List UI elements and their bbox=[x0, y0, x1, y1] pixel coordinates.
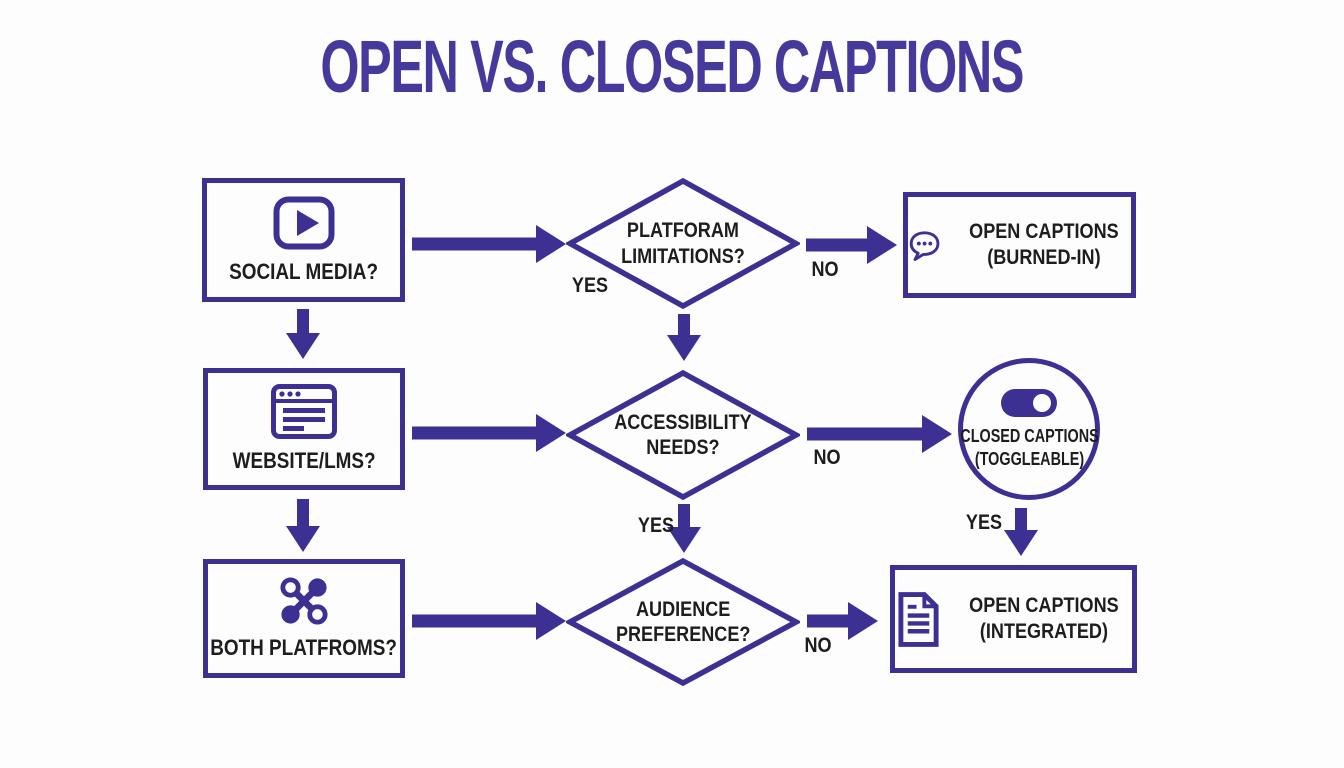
outcome-open-captions-burned-in: OPEN CAPTIONS (BURNED-IN) bbox=[903, 192, 1136, 298]
node-label: WEBSITE/LMS? bbox=[232, 448, 376, 473]
arrow-both-to-audience bbox=[412, 602, 566, 640]
arrow-yes-accessibility-to-audience bbox=[667, 504, 701, 553]
diamond-shape bbox=[566, 177, 800, 310]
document-icon bbox=[898, 591, 939, 647]
edge-label-yes-platform: YES bbox=[571, 274, 609, 297]
browser-window-icon bbox=[271, 384, 337, 439]
outcome-label: OPEN CAPTIONS (INTEGRATED) bbox=[969, 593, 1119, 643]
edge-label-no-audience: NO bbox=[804, 634, 832, 657]
speech-bubble-icon bbox=[909, 230, 940, 261]
edge-label-yes-toggleable: YES bbox=[965, 511, 1003, 534]
page-title: OPEN VS. CLOSED CAPTIONS bbox=[0, 30, 1344, 104]
arrow-website-to-accessibility bbox=[412, 414, 566, 452]
decision-platform-limitations: PLATFORAM LIMITATIONS? bbox=[566, 177, 800, 310]
node-label: SOCIAL MEDIA? bbox=[229, 258, 378, 284]
share-nodes-icon bbox=[280, 577, 328, 625]
arrow-no-to-burned-in bbox=[806, 226, 897, 264]
edge-label-no-platform: NO bbox=[811, 258, 839, 281]
outcome-label: OPEN CAPTIONS (BURNED-IN) bbox=[969, 219, 1119, 269]
arrow-no-to-integrated bbox=[807, 602, 878, 640]
arrow-yes-toggleable-to-integrated bbox=[1004, 508, 1038, 556]
arrow-yes-platform-to-accessibility bbox=[667, 314, 701, 361]
node-label: BOTH PLATFROMS? bbox=[210, 635, 398, 660]
node-social-media: SOCIAL MEDIA? bbox=[202, 178, 405, 302]
outcome-open-captions-integrated: OPEN CAPTIONS (INTEGRATED) bbox=[890, 565, 1137, 673]
diamond-shape bbox=[566, 557, 800, 687]
edge-label-no-accessibility: NO bbox=[813, 446, 841, 469]
node-website-lms: WEBSITE/LMS? bbox=[203, 368, 405, 490]
play-icon bbox=[273, 196, 334, 249]
decision-audience-preference: AUDIENCE PREFERENCE? bbox=[566, 557, 800, 687]
decision-label: PLATFORAM LIMITATIONS? bbox=[621, 219, 745, 268]
toggle-on-icon bbox=[1001, 389, 1057, 417]
decision-label: AUDIENCE PREFERENCE? bbox=[615, 597, 751, 646]
page-title-text: OPEN VS. CLOSED CAPTIONS bbox=[320, 25, 1025, 108]
node-both-platforms: BOTH PLATFROMS? bbox=[203, 559, 405, 678]
edge-label-yes-accessibility: YES bbox=[637, 514, 675, 537]
arrow-social-to-website bbox=[286, 309, 320, 359]
diamond-shape bbox=[566, 369, 800, 501]
arrow-social-to-platform-limitations bbox=[412, 225, 566, 263]
outcome-closed-captions-toggleable: CLOSED CAPTIONS (TOGGLEABLE) bbox=[958, 358, 1100, 500]
arrow-website-to-both bbox=[286, 499, 320, 552]
decision-accessibility-needs: ACCESSIBILITY NEEDS? bbox=[566, 369, 800, 501]
arrow-no-to-toggleable bbox=[807, 415, 952, 453]
outcome-label: CLOSED CAPTIONS (TOGGLEABLE) bbox=[959, 426, 1099, 469]
decision-label: ACCESSIBILITY NEEDS? bbox=[614, 410, 752, 459]
